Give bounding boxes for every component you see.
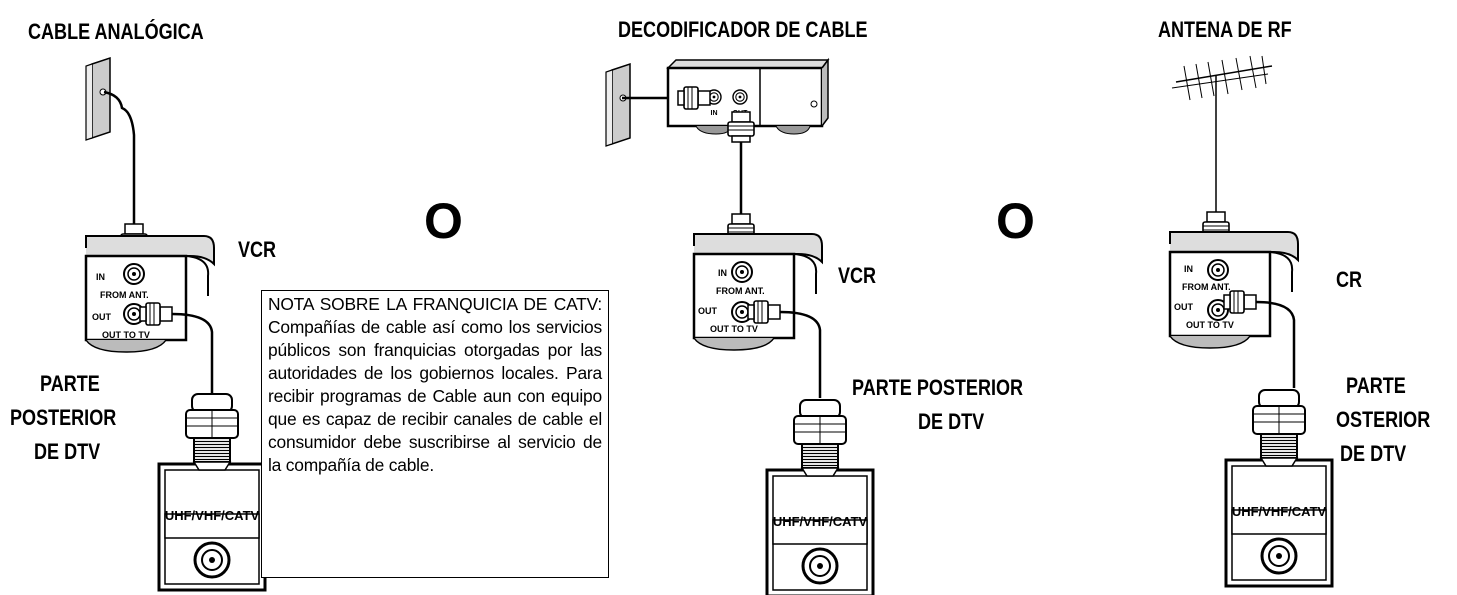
panel-rf-antenna [1170, 55, 1334, 588]
vcr-label: VCR [838, 263, 877, 288]
panel-cable-decoder: IN OUT [605, 57, 875, 595]
vcr-out-label: OUT [1174, 302, 1194, 312]
vcr-in-label: IN [718, 268, 727, 278]
vcr-jack-labels: IN FROM ANT. OUT OUT TO TV [1174, 264, 1234, 330]
vcr-out-to-tv-label: OUT TO TV [102, 330, 150, 340]
wall-plate-icon [85, 57, 111, 141]
cable-decoder-icon: IN OUT [666, 57, 830, 135]
vcr-out-to-tv-label: OUT TO TV [710, 324, 758, 334]
wall-plate-icon [605, 63, 631, 147]
vcr-out-to-tv-label: OUT TO TV [1186, 320, 1234, 330]
coax-cable [171, 312, 214, 395]
rf-antenna-icon [1171, 55, 1273, 214]
note-text: NOTA SOBRE LA FRANQUICIA DE CATV: Compañ… [268, 294, 602, 475]
tv-panel-icon [157, 392, 267, 592]
vcr-out-plug-icon [139, 302, 173, 326]
vcr-label: VCR [238, 237, 277, 262]
tv-back-label-line: POSTERIOR [10, 405, 117, 430]
vcr-from-ant-label: FROM ANT. [1182, 282, 1231, 292]
vcr-label: CR [1336, 267, 1363, 292]
catv-franchise-note: NOTA SOBRE LA FRANQUICIA DE CATV: Compañ… [261, 290, 609, 578]
decoder-in-label: IN [711, 110, 718, 117]
tv-back-label-line: OSTERIOR [1336, 407, 1431, 432]
vcr-from-ant-label: FROM ANT. [716, 286, 765, 296]
tv-jack-label: UHF/VHF/CATV [1232, 504, 1327, 519]
source-label-cable-analog: CABLE ANALÓGICA [28, 19, 204, 44]
vcr-jack-labels: IN FROM ANT. OUT OUT TO TV [92, 272, 150, 340]
panel-cable-analog [85, 57, 267, 592]
tv-back-label-line: DE DTV [34, 439, 101, 464]
vcr-out-plug-icon [747, 300, 781, 324]
tv-panel-icon [765, 398, 875, 595]
source-label-decoder: DECODIFICADOR DE CABLE [618, 17, 868, 42]
vcr-from-ant-label: FROM ANT. [100, 290, 149, 300]
vcr-out-label: OUT [698, 306, 718, 316]
tv-back-label-line: DE DTV [1340, 441, 1407, 466]
tv-back-label-line: PARTE [40, 371, 100, 396]
vcr-jack-labels: IN FROM ANT. OUT OUT TO TV [698, 268, 765, 334]
tv-back-label-line: PARTE POSTERIOR [852, 375, 1024, 400]
vcr-in-label: IN [96, 272, 105, 282]
tv-jack-label: UHF/VHF/CATV [165, 508, 260, 523]
tv-back-label-line: DE DTV [918, 409, 985, 434]
coax-cable [103, 90, 136, 225]
coax-cable [779, 310, 822, 398]
vcr-out-label: OUT [92, 312, 112, 322]
tv-back-label-line: PARTE [1346, 373, 1406, 398]
separator-or: O [424, 193, 463, 249]
coax-cable [1255, 300, 1296, 388]
separator-or: O [996, 193, 1035, 249]
tv-jack-labels: UHF/VHF/CATV UHF/VHF/CATV UHF/VHF/CATV [165, 504, 1327, 529]
tv-panel-icon [1224, 388, 1334, 588]
decoder-out-plug-icon [727, 111, 755, 143]
vcr-in-label: IN [1184, 264, 1193, 274]
source-label-rf-antenna: ANTENA DE RF [1158, 17, 1292, 42]
vcr-out-plug-icon [1223, 290, 1257, 314]
tv-jack-label: UHF/VHF/CATV [773, 514, 868, 529]
